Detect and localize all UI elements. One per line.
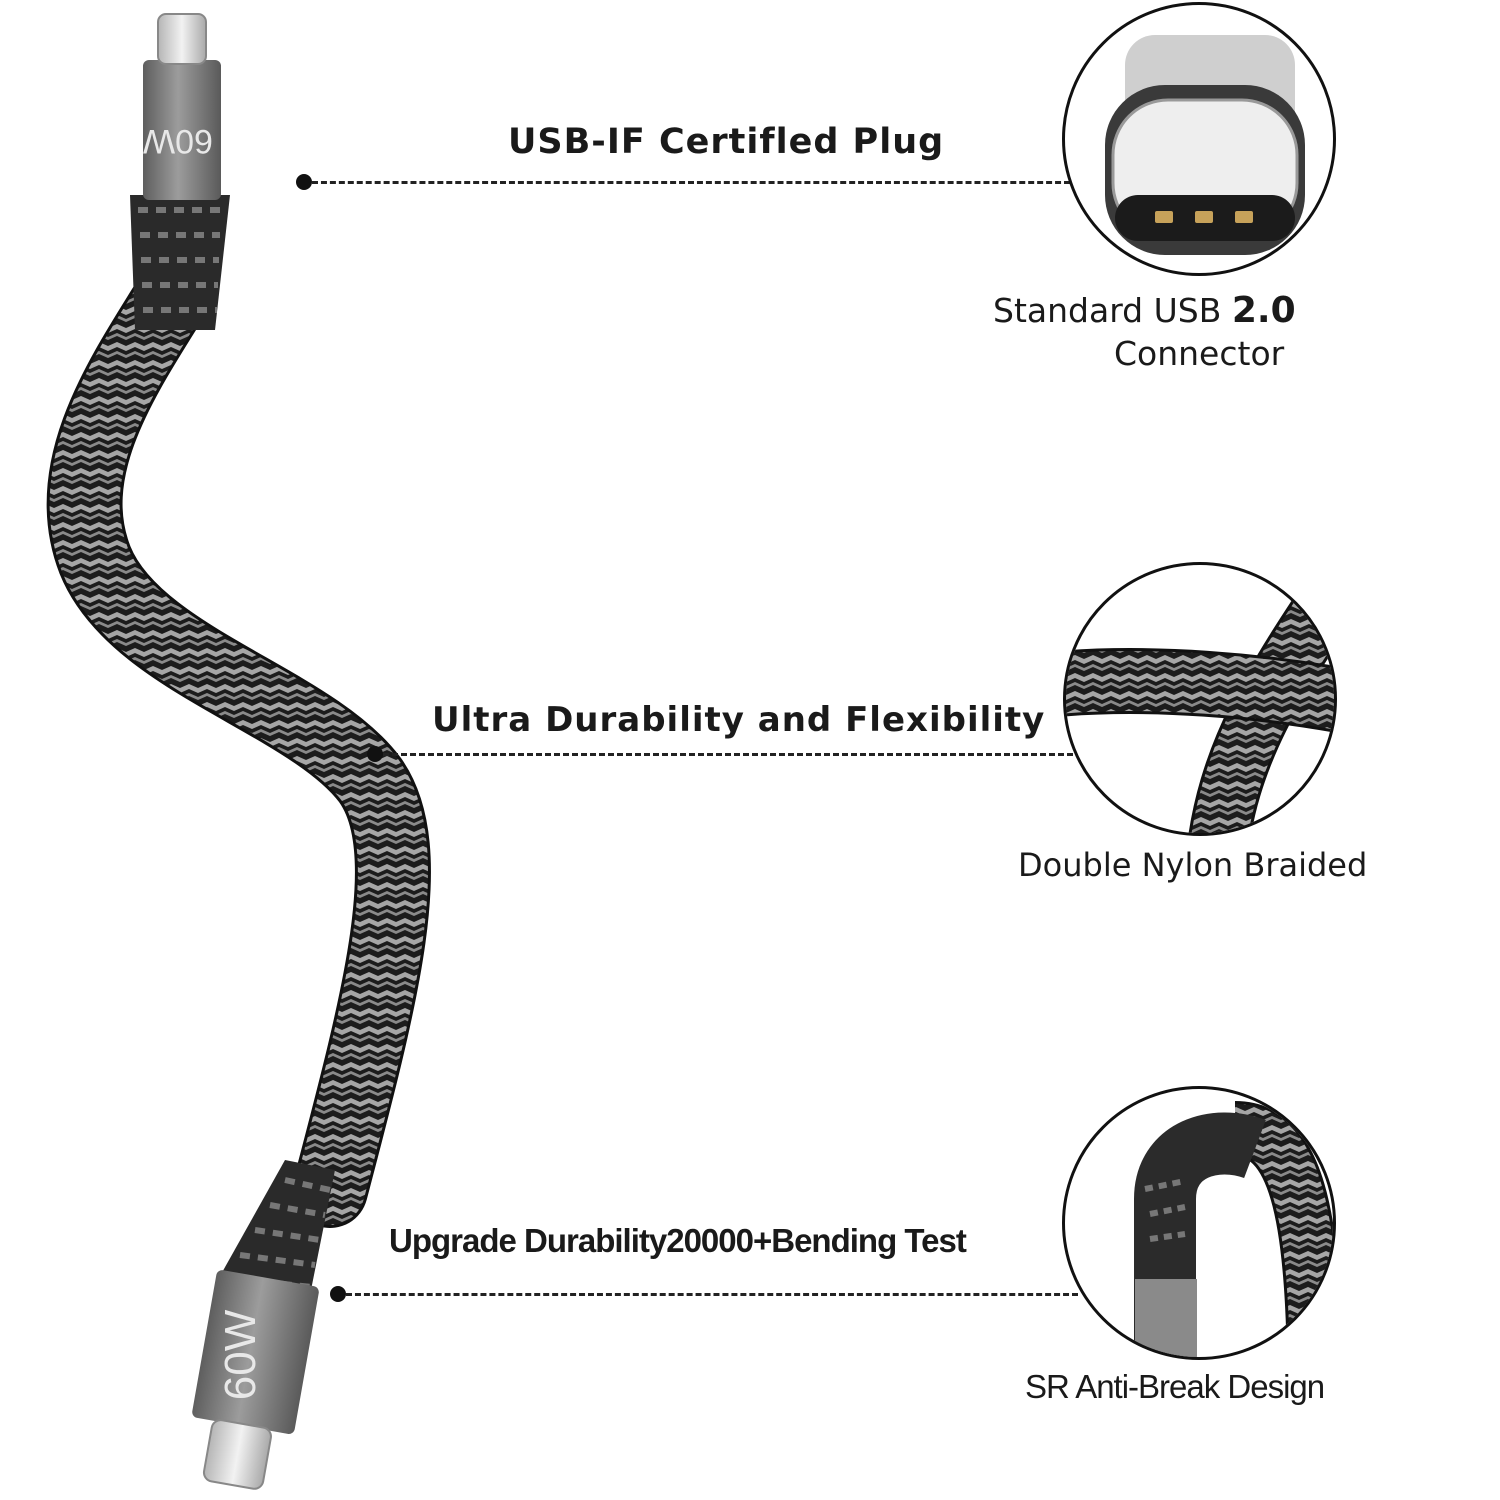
braided-nylon-icon	[1066, 651, 1334, 730]
feature-1-leader	[312, 181, 1070, 184]
anti-break-joint-icon	[1134, 1112, 1266, 1357]
feature-3-dot	[330, 1286, 346, 1302]
top-usb-c-tip	[157, 13, 207, 65]
feature-1-callout: USB-IF Certifled Plug	[508, 122, 945, 162]
bottom-usb-c-tip	[202, 1419, 272, 1490]
feature-3-callout: Upgrade Durability20000+Bending Test	[389, 1222, 967, 1259]
top-plug-housing	[143, 60, 221, 200]
feature-1-caption-line1: Standard USB 2.0	[993, 290, 1296, 331]
feature-3-caption: SR Anti-Break Design	[1025, 1368, 1325, 1405]
feature-2-leader	[383, 753, 1073, 756]
feature-2-caption: Double Nylon Braided	[1018, 846, 1368, 884]
feature-1-dot	[296, 174, 312, 190]
top-strain-relief	[130, 195, 230, 330]
feature-2-callout: Ultra Durability and Flexibility	[432, 700, 1046, 740]
bottom-strain-relief	[215, 1160, 335, 1295]
bottom-plug-label: 60W	[216, 1309, 265, 1400]
feature-1-caption-line2: Connector	[1114, 334, 1285, 373]
braid-detail-circle	[1063, 562, 1337, 836]
feature-3-leader	[346, 1293, 1078, 1296]
bottom-plug-housing	[192, 1270, 319, 1434]
feature-1-caption-version: 2.0	[1231, 290, 1296, 331]
connector-detail-circle	[1062, 2, 1336, 276]
top-plug-label: 60W	[143, 122, 213, 160]
feature-2-dot	[367, 746, 383, 762]
strain-relief-detail-circle	[1062, 1086, 1336, 1360]
feature-1-caption-text: Standard USB	[993, 291, 1222, 330]
